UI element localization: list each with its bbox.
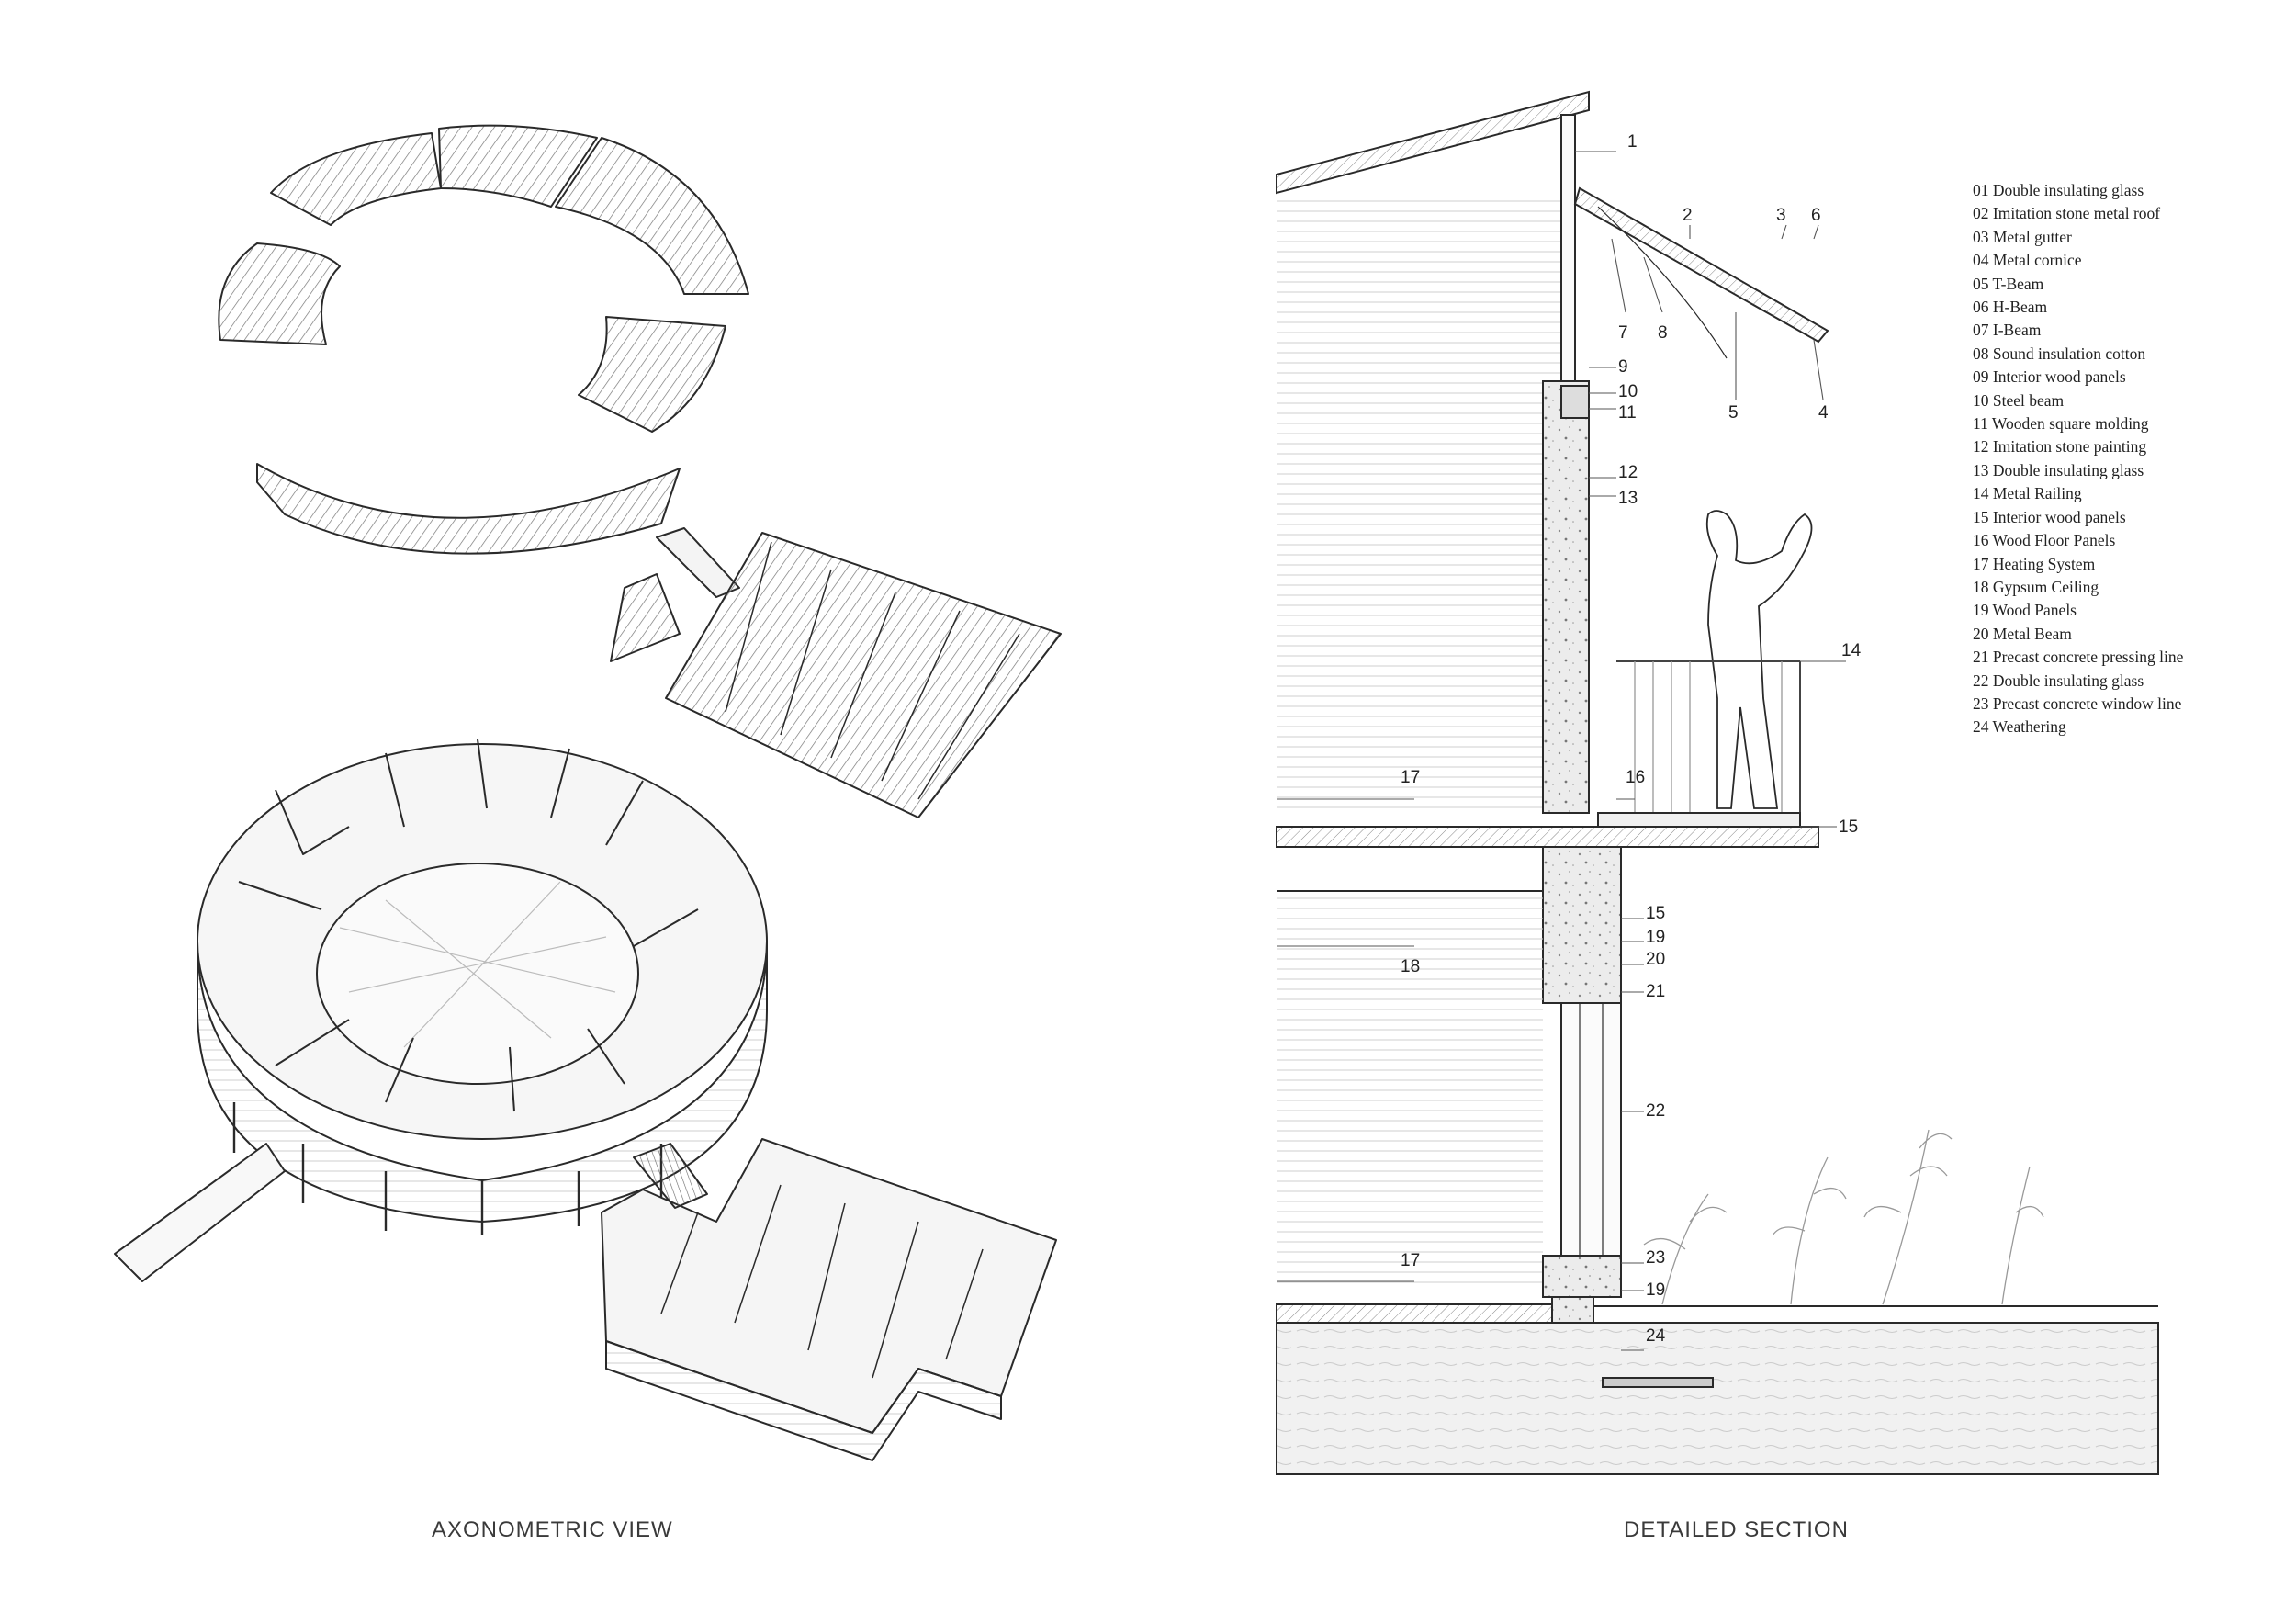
- tag-18: 18: [1401, 957, 1420, 976]
- legend-item: 05 T-Beam: [1973, 274, 2044, 293]
- room-walls: [238, 739, 699, 1112]
- lower-building-facade: [605, 1340, 1002, 1461]
- detailed-section: 1 2 3 6 7 8 9 10 11 5 4 12 13 14 17 16 1…: [1276, 90, 2159, 1475]
- tag-4: 4: [1818, 403, 1829, 423]
- concrete-wall: [1542, 380, 1590, 814]
- roof-segment-w: [218, 242, 341, 345]
- tag-19-upper: 19: [1646, 928, 1665, 947]
- window-sill: [1542, 1255, 1622, 1298]
- floor-finish: [1597, 812, 1801, 828]
- legend-item: 12 Imitation stone painting: [1973, 437, 2147, 457]
- legend-item: 16 Wood Floor Panels: [1973, 531, 2116, 550]
- circular-building: [114, 739, 768, 1282]
- tag-14: 14: [1841, 641, 1862, 660]
- legend-item: 22 Double insulating glass: [1973, 671, 2144, 690]
- person-silhouette: [1705, 510, 1813, 809]
- legend-item: 18 Gypsum Ceiling: [1973, 577, 2099, 596]
- legend-item: 21 Precast concrete pressing line: [1973, 648, 2184, 667]
- legend-item: 13 Double insulating glass: [1973, 460, 2144, 479]
- tag-12: 12: [1618, 463, 1638, 482]
- roof-segment-nw: [270, 132, 442, 226]
- tag-23: 23: [1646, 1248, 1665, 1268]
- legend-item: 02 Imitation stone metal roof: [1973, 204, 2161, 223]
- leader-lines: [1277, 151, 1846, 1351]
- tag-13: 13: [1618, 489, 1638, 508]
- legend-item: 01 Double insulating glass: [1973, 181, 2144, 199]
- caption-axonometric: AXONOMETRIC VIEW: [432, 1517, 673, 1542]
- caption-section: DETAILED SECTION: [1624, 1517, 1849, 1542]
- lower-interior-panels: [1277, 896, 1543, 1286]
- legend-item: 09 Interior wood panels: [1973, 367, 2126, 387]
- tag-24: 24: [1646, 1326, 1666, 1346]
- inner-courtyard: [316, 863, 639, 1085]
- ground-soil: [1276, 1322, 2159, 1475]
- legend-item: 11 Wooden square molding: [1973, 414, 2149, 434]
- lower-glazing: [1560, 1002, 1622, 1257]
- metal-railing: [1616, 660, 1801, 813]
- tag-5: 5: [1728, 403, 1739, 423]
- tag-11: 11: [1618, 403, 1637, 423]
- legend-item: 10 Steel beam: [1973, 390, 2065, 410]
- roof-small-wedge: [610, 573, 681, 662]
- tag-17-upper: 17: [1401, 768, 1420, 787]
- legend-item: 03 Metal gutter: [1973, 227, 2072, 246]
- legend-item: 07 I-Beam: [1973, 321, 2042, 340]
- tag-6: 6: [1811, 206, 1821, 225]
- lower-building: [601, 1138, 1057, 1461]
- tag-16: 16: [1626, 768, 1645, 787]
- eave-roof: [1573, 186, 1829, 344]
- entry-ramp: [114, 1143, 286, 1282]
- tag-15-lower: 15: [1646, 904, 1665, 923]
- zigzag-roof: [610, 527, 1062, 818]
- weathering-plate: [1602, 1377, 1714, 1388]
- legend-item: 19 Wood Panels: [1973, 601, 2077, 620]
- legend-list: 01 Double insulating glass 02 Imitation s…: [1973, 179, 2183, 739]
- legend-item: 04 Metal cornice: [1973, 251, 2082, 270]
- main-roof: [1276, 90, 1590, 195]
- tag-21: 21: [1646, 982, 1665, 1001]
- tag-1: 1: [1627, 132, 1638, 152]
- tag-8: 8: [1658, 323, 1668, 343]
- steel-beam-box: [1560, 385, 1590, 419]
- legend-item: 24 Weathering: [1973, 717, 2066, 737]
- roof-strip: [656, 527, 740, 598]
- legend-item: 17 Heating System: [1973, 554, 2096, 573]
- tag-22: 22: [1646, 1101, 1665, 1121]
- legend-item: 06 H-Beam: [1973, 298, 2048, 317]
- section-number-tags: 1 2 3 6 7 8 9 10 11 5 4 12 13 14 17 16 1…: [1401, 132, 1862, 1346]
- axonometric-view: [114, 124, 1062, 1461]
- legend-item: 14 Metal Railing: [1973, 484, 2082, 503]
- roof-segment-s: [256, 463, 681, 555]
- legend-item: 08 Sound insulation cotton: [1973, 344, 2146, 363]
- plant-sketches: [1643, 1129, 2044, 1305]
- connector-bridge: [633, 1143, 708, 1209]
- upper-interior-panels: [1277, 193, 1561, 813]
- upper-glazing: [1560, 114, 1576, 382]
- roof-ring-segments: [218, 124, 749, 555]
- tag-2: 2: [1683, 206, 1693, 225]
- ring-facade: [197, 941, 768, 1223]
- legend-item: 23 Precast concrete window line: [1973, 694, 2182, 713]
- ground-slab: [1276, 1303, 1553, 1324]
- roof-segment-e: [578, 316, 726, 433]
- floor-slab: [1276, 826, 1819, 848]
- tag-20: 20: [1646, 950, 1665, 969]
- tag-7: 7: [1618, 323, 1628, 343]
- roof-segment-n: [438, 124, 598, 208]
- roof-segment-ne: [555, 137, 749, 295]
- tag-15-upper: 15: [1839, 818, 1858, 837]
- legend-item: 20 Metal Beam: [1973, 624, 2072, 643]
- lower-concrete-wall: [1542, 846, 1622, 1004]
- tag-19-lower: 19: [1646, 1280, 1665, 1300]
- legend-item: 15 Interior wood panels: [1973, 507, 2126, 526]
- tag-9: 9: [1618, 357, 1628, 377]
- tag-17-lower: 17: [1401, 1251, 1420, 1270]
- tag-10: 10: [1618, 382, 1638, 401]
- tag-3: 3: [1776, 206, 1786, 225]
